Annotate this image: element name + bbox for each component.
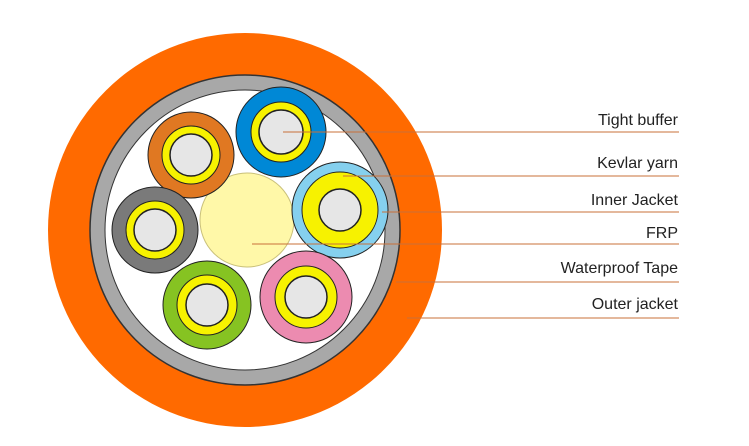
tight-buffer-unit-gray xyxy=(111,186,199,274)
label-inner-jacket: Inner Jacket xyxy=(590,192,678,209)
tight-buffer-unit-orange xyxy=(147,111,235,199)
label-kevlar-yarn: Kevlar yarn xyxy=(597,155,678,172)
label-outer-jacket: Outer jacket xyxy=(591,296,678,313)
leader-lines xyxy=(252,131,679,319)
label-waterproof-tape: Waterproof Tape xyxy=(560,260,678,277)
tight-buffer-unit-light-blue xyxy=(291,161,389,259)
label-tight-buffer: Tight buffer xyxy=(597,112,678,129)
tight-buffer-unit-green xyxy=(162,260,252,350)
tight-buffer-unit-pink xyxy=(259,250,353,344)
label-frp: FRP xyxy=(646,225,678,242)
tight-buffer-unit-blue xyxy=(235,86,327,178)
